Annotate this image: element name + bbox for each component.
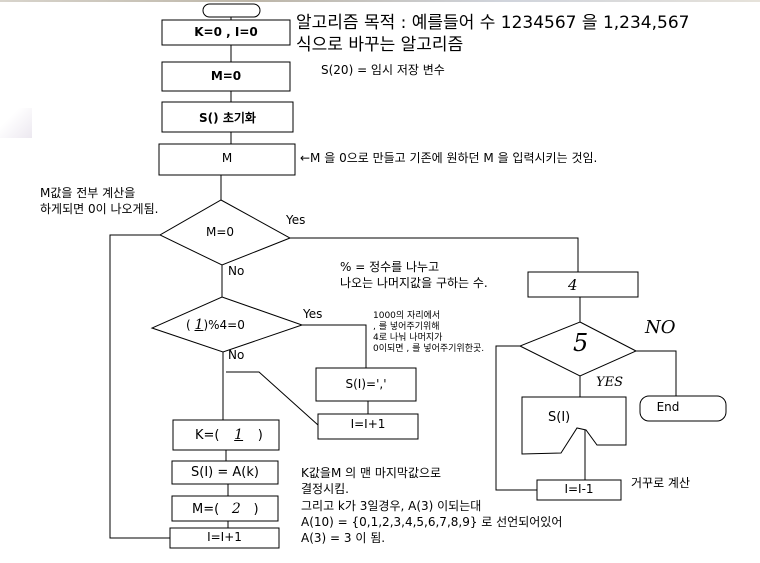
label-set-m-prefix: M=( <box>192 502 220 517</box>
label-init-m: M=0 <box>210 69 242 83</box>
label-init-ki: K=0 , I=0 <box>194 25 258 39</box>
label-dec-mod-suffix: )%4=0 <box>203 318 245 332</box>
connector-no-5 <box>636 350 677 396</box>
branch-yes-m-zero: Yes <box>286 213 306 227</box>
label-input-m: M <box>221 151 233 165</box>
branch-no-5: NO <box>645 317 676 338</box>
label-inc-i-comma: I=I+1 <box>350 417 386 431</box>
connector-loop-right <box>495 345 537 491</box>
title-line-2: 식으로 바꾸는 알고리즘 <box>296 35 464 55</box>
note-temp-var: S(20) = 임시 저장 변수 <box>321 63 445 77</box>
note-mod-1: % = 정수를 나누고 <box>340 260 440 274</box>
label-step4: 4 <box>568 276 578 294</box>
box-set-m <box>171 495 279 522</box>
title-line-1: 알고리즘 목적 : 예를들어 수 1234567 을 1,234,567 <box>296 13 690 33</box>
note-k-4: A(10) = {0,1,2,3,4,5,6,7,8,9} 로 선언되어있어 <box>301 515 563 529</box>
terminator-end <box>639 395 727 422</box>
note-comma-4: 0이되면 , 를 넣어주기위한곳. <box>373 344 485 354</box>
label-set-m-suffix: ) <box>253 502 259 517</box>
box-inc-i-comma <box>317 413 419 440</box>
branch-yes-mod: Yes <box>303 307 323 321</box>
box-set-s <box>171 460 279 485</box>
note-comma-2: , 를 넣어주기위해 <box>373 322 440 332</box>
branch-yes-5: YES <box>596 375 623 390</box>
connector-loop-back <box>109 234 170 539</box>
label-dec-mod-hand: 1 <box>194 317 204 333</box>
connector-yes-mod <box>302 324 367 368</box>
branch-no-m-zero: No <box>228 264 245 278</box>
box-init-ki <box>161 19 291 46</box>
label-set-comma: S(I)=',' <box>345 377 387 391</box>
label-set-k-suffix: ) <box>257 428 263 443</box>
label-set-k: K=( 1 ) <box>195 427 263 444</box>
note-m-zero-2: 하게되면 0이 나오게됨. <box>40 202 159 216</box>
note-k-5: A(3) = 3 이 됨. <box>301 531 386 545</box>
label-set-s: S(I) = A(k) <box>191 465 259 480</box>
label-inc-i: I=I+1 <box>207 530 242 544</box>
label-output-s: S(I) <box>548 410 571 425</box>
connector-no-mod-bypass <box>226 371 319 426</box>
label-set-m-hand: 2 <box>231 501 241 517</box>
label-dec-i: I=I-1 <box>564 482 594 496</box>
label-set-m: M=( 2 ) <box>192 501 259 518</box>
label-set-k-hand: 1 <box>234 427 244 443</box>
start-terminator <box>202 3 261 18</box>
label-dec-mod-prefix: ( <box>186 318 191 332</box>
note-k-1: K값을M 의 맨 마지막값으로 <box>301 466 442 480</box>
branch-no-mod: No <box>228 348 245 362</box>
label-dec-m-zero: M=0 <box>205 225 235 239</box>
box-init-s <box>161 101 294 133</box>
output-shape-s <box>521 396 627 455</box>
note-k-3: 그리고 k가 3일경우, A(3) 이되는대 <box>301 499 482 513</box>
note-reverse: 거꾸로 계산 <box>631 476 691 490</box>
corner-artifact <box>0 108 32 138</box>
note-comma-3: 4로 나눠 나머지가 <box>373 333 443 343</box>
connector-yes-m-zero <box>290 237 579 272</box>
note-mod-2: 나오는 나머지값을 구하는 수. <box>340 276 488 290</box>
note-m-input: ←M 을 0으로 만들고 기존에 원하던 M 을 입력시키는 것임. <box>300 151 598 165</box>
box-input-m <box>158 143 296 176</box>
box-step4 <box>527 271 639 298</box>
label-set-k-prefix: K=( <box>195 428 220 443</box>
top-edge-band <box>0 0 760 2</box>
box-set-comma <box>315 367 417 402</box>
label-dec-mod: ( 1)%4=0 <box>186 317 245 333</box>
box-init-m <box>161 61 291 92</box>
label-end: End <box>656 400 680 414</box>
label-init-s: S() 초기화 <box>199 111 256 125</box>
label-dec5: 5 <box>573 329 589 357</box>
note-m-zero-1: M값을 전부 계산을 <box>40 186 136 200</box>
note-k-2: 결정시킴. <box>301 482 349 496</box>
note-comma-1: 1000의 자리에서 <box>373 311 441 321</box>
